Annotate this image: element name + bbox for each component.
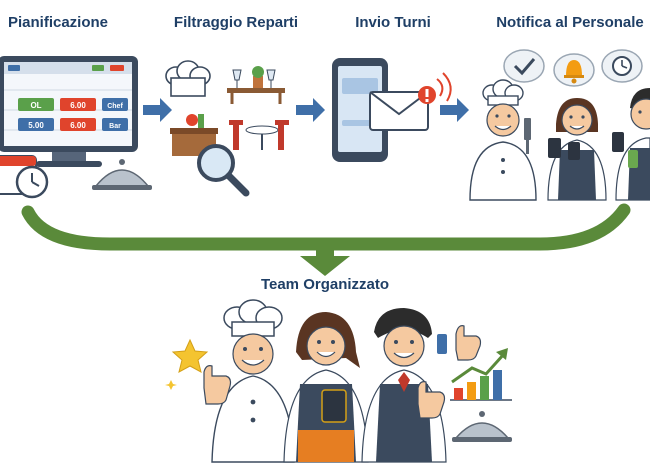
smartphone-envelope-alert-icon: [332, 58, 452, 162]
result-title-team-organizzato: Team Organizzato: [260, 276, 390, 293]
monitor-calendar-clock-icon: [0, 56, 152, 199]
notification-bubbles: [503, 49, 643, 87]
schedule-role-2: Bar: [109, 123, 121, 130]
chef-hat-restaurant-magnifier-icon: [165, 60, 289, 197]
step-title-filtraggio-reparti: Filtraggio Reparti: [173, 14, 299, 31]
flow-arrow-head: [300, 246, 350, 276]
team-people: [165, 299, 512, 463]
schedule-cell-1: OL: [30, 101, 41, 110]
step-title-notifica-personale: Notifica al Personale: [496, 14, 644, 31]
thumbs-up-icon: [203, 365, 232, 405]
flow-arrow: [21, 203, 631, 251]
bell-icon: [553, 53, 595, 87]
step-title-invio-turni: Invio Turni: [355, 14, 431, 31]
clock-icon: [601, 49, 643, 83]
cloche-icon: [452, 411, 512, 442]
step-arrow-1: [143, 98, 172, 122]
star-icon: [171, 338, 209, 373]
step-arrow-3: [440, 98, 469, 122]
schedule-cell-2: 6.00: [70, 101, 86, 110]
schedule-cell-4: 6.00: [70, 121, 86, 130]
staff-with-phones-icon: [469, 79, 650, 201]
step-arrow-2: [296, 98, 325, 122]
growth-chart-icon: [450, 348, 512, 401]
schedule-cell-3: 5.00: [28, 121, 44, 130]
check-icon: [503, 49, 545, 83]
schedule-role-1: Chef: [107, 103, 123, 110]
step-title-pianificazione: Pianificazione: [7, 14, 109, 31]
